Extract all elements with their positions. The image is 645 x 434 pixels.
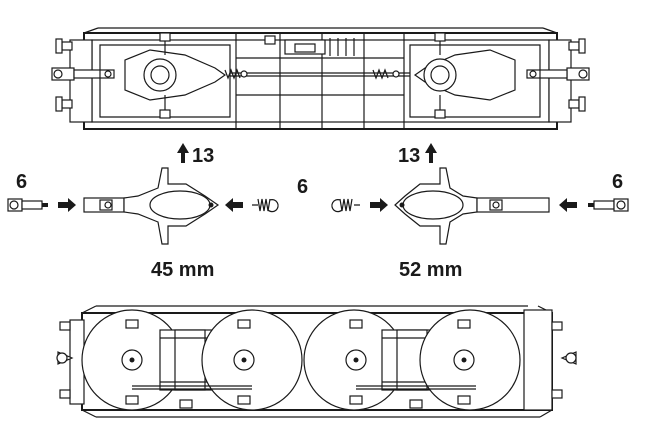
- left-arrow-icon-2: [559, 198, 577, 212]
- wagon-underframe-top-view: [51, 27, 590, 130]
- buffers-bottom-left: [56, 321, 74, 399]
- buffer-right-top: [568, 38, 586, 112]
- arrow-label-right: 13: [398, 145, 420, 167]
- coupler-right-top: [526, 67, 590, 81]
- buffer-left-top: [55, 38, 73, 112]
- center-frame-grid: [235, 32, 405, 130]
- coupling-yoke-right: [394, 167, 550, 245]
- coupling-rod-top: [224, 68, 410, 80]
- up-arrow-right-icon: [425, 143, 437, 163]
- wagon-reels-bottom-view: [56, 305, 577, 418]
- bogie-right-top: [409, 32, 541, 119]
- left-arrow-icon: [225, 198, 243, 212]
- coupler-piece-right: [588, 198, 629, 212]
- spring-right: [331, 198, 360, 213]
- right-arrow-icon-2: [370, 198, 388, 212]
- cable-reel-3: [303, 309, 405, 411]
- arrow-label-left: 13: [192, 145, 214, 167]
- coupler-piece-left: [7, 198, 48, 212]
- step-number-right: 6: [612, 171, 623, 193]
- right-arrow-icon: [58, 198, 76, 212]
- spring-left: [252, 198, 279, 213]
- cable-reel-4: [419, 309, 521, 411]
- up-arrow-left-icon: [177, 143, 189, 163]
- step-number-left: 6: [16, 171, 27, 193]
- cable-reel-2: [201, 309, 303, 411]
- coupler-left-top: [51, 67, 115, 81]
- dimension-label-right: 52 mm: [399, 259, 462, 281]
- exploded-assembly: 6 6 6 13 13: [7, 143, 629, 281]
- dimension-label-left: 45 mm: [151, 259, 214, 281]
- buffers-bottom-right: [551, 321, 577, 399]
- coupling-yoke-left: [83, 167, 220, 245]
- step-number-center: 6: [297, 176, 308, 198]
- bogie-left-top: [99, 32, 231, 119]
- tie-rods: [132, 385, 476, 409]
